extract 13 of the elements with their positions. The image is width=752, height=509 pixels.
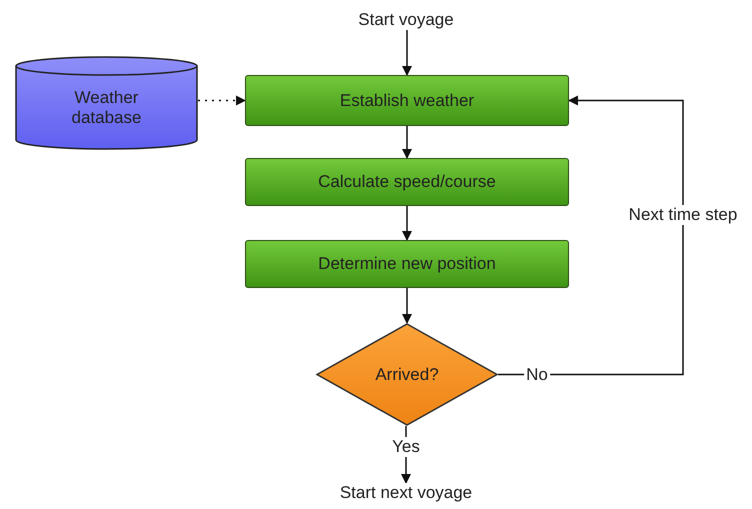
process-box: Determine new position bbox=[245, 240, 569, 288]
arrow bbox=[402, 30, 412, 76]
arrow bbox=[402, 288, 412, 324]
process-box: Establish weather bbox=[245, 75, 569, 126]
process-box: Calculate speed/course bbox=[245, 158, 569, 206]
edge-label: Yes bbox=[390, 437, 422, 457]
database-cylinder: Weather database bbox=[15, 57, 198, 149]
edge-note: Next time step bbox=[628, 205, 738, 225]
arrow bbox=[402, 206, 412, 241]
dotted-arrow bbox=[198, 96, 246, 106]
arrow bbox=[402, 126, 412, 159]
decision-diamond: Arrived? bbox=[316, 323, 498, 426]
arrow bbox=[498, 96, 684, 376]
